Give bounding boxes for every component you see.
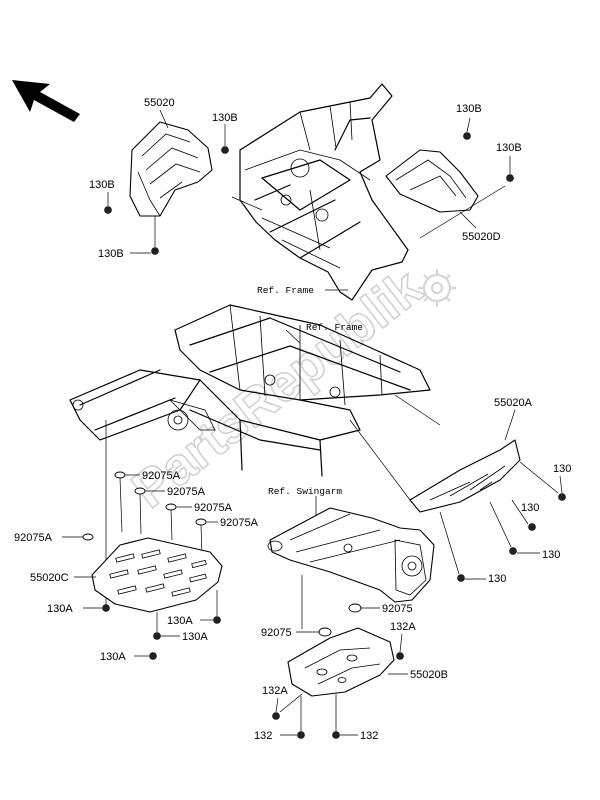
label-55020: 55020 <box>144 97 175 109</box>
label-130-b: 130 <box>521 502 539 514</box>
label-130-a: 130 <box>553 463 571 475</box>
washer-92075-b <box>318 627 332 637</box>
bolt-130A-d <box>149 652 157 660</box>
label-92075-b: 92075 <box>261 627 292 639</box>
label-130B-d: 130B <box>456 103 482 115</box>
washer-92075A-c <box>165 503 177 511</box>
guard-55020A <box>409 439 521 513</box>
ref-frame-lower-label: Ref. Frame <box>306 322 363 333</box>
bolt-130-d <box>457 574 465 582</box>
label-92075A-a: 92075A <box>142 470 181 482</box>
label-132-a: 132 <box>254 730 272 742</box>
label-130B-b: 130B <box>89 179 115 191</box>
bolt-130-a <box>558 493 566 501</box>
skid-plate-slots <box>109 549 207 597</box>
washer-92075A-a <box>114 471 126 479</box>
label-55020B: 55020B <box>410 669 448 681</box>
bolt-130B-a <box>221 146 229 154</box>
label-92075A-c: 92075A <box>194 502 233 514</box>
label-130-d: 130 <box>488 573 506 585</box>
skid-plate-55020C <box>91 537 223 613</box>
washer-92075-a <box>348 603 362 613</box>
bolt-132A-b <box>272 712 280 720</box>
watermark-gear-icon <box>418 269 456 307</box>
label-130A-c: 130A <box>182 631 208 643</box>
guard-55020D <box>385 149 479 213</box>
washer-92075A-d <box>195 518 207 526</box>
label-55020D: 55020D <box>462 231 501 243</box>
label-55020C: 55020C <box>30 572 69 584</box>
label-132A-b: 132A <box>262 685 288 697</box>
label-130-c: 130 <box>542 549 560 561</box>
bolt-130B-d <box>463 132 471 140</box>
guard-55020 <box>129 121 213 217</box>
bolt-132-a <box>297 731 305 739</box>
label-132-b: 132 <box>360 730 378 742</box>
bolt-132A-a <box>396 652 404 660</box>
front-direction-arrow-icon <box>12 80 80 122</box>
main-frame <box>69 304 431 477</box>
label-130A-b: 130A <box>167 615 193 627</box>
label-92075-a: 92075 <box>382 603 413 615</box>
upper-frame <box>239 83 409 301</box>
label-130B-c: 130B <box>98 248 124 260</box>
bolt-130-c <box>509 547 517 555</box>
label-132A-a: 132A <box>390 621 416 633</box>
label-130B-a: 130B <box>212 112 238 124</box>
label-92075A-b: 92075A <box>167 486 206 498</box>
label-130A-d: 130A <box>100 651 126 663</box>
bolt-130A-b <box>213 616 221 624</box>
ref-swingarm-label: Ref. Swingarm <box>268 486 342 497</box>
bolt-130-b <box>528 523 536 531</box>
ref-frame-upper-label: Ref. Frame <box>257 285 314 296</box>
bolt-130B-b <box>104 206 112 214</box>
bolt-130B-c <box>151 247 159 255</box>
label-55020A: 55020A <box>494 397 533 409</box>
bolt-130B-e <box>506 174 514 182</box>
guard-55020B <box>287 627 395 697</box>
swingarm <box>267 507 435 603</box>
bolt-132-b <box>332 731 340 739</box>
washer-92075A-e <box>82 533 94 541</box>
bolt-130A-a <box>102 604 110 612</box>
label-130B-e: 130B <box>496 142 522 154</box>
bolt-130A-c <box>153 632 161 640</box>
washer-92075A-b <box>134 487 146 495</box>
label-92075A-e: 92075A <box>14 532 53 544</box>
label-130A-a: 130A <box>47 603 73 615</box>
label-92075A-d: 92075A <box>220 517 259 529</box>
